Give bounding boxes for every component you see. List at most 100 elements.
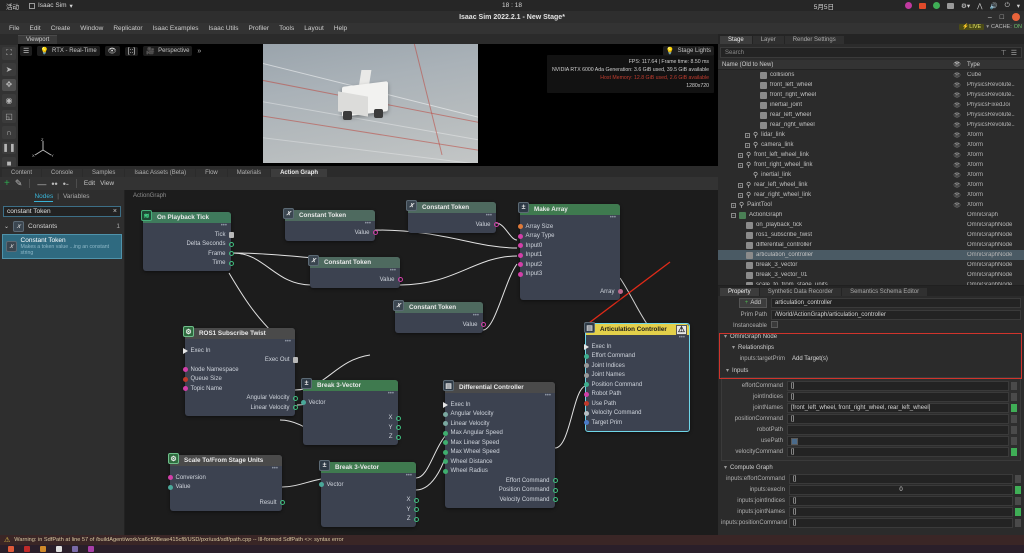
data-port-icon[interactable] — [442, 421, 448, 427]
data-port-icon[interactable] — [442, 411, 448, 417]
port-row[interactable]: Value — [285, 228, 378, 238]
section-compute-graph[interactable]: ▾Compute Graph — [724, 465, 773, 471]
port-row[interactable]: Value — [395, 320, 486, 330]
port-row[interactable]: Robot Path — [583, 390, 689, 400]
node-header[interactable]: ≋ On Playback Tick — [141, 210, 231, 223]
stage-tree-row[interactable]: +⚲rear_left_wheel_link👁Xform — [718, 180, 1024, 190]
node-menu-icon[interactable]: ••• — [472, 313, 479, 319]
graph-canvas[interactable]: ActionGraph — [125, 190, 718, 535]
data-port-icon[interactable] — [228, 260, 234, 266]
node-menu-icon[interactable]: ••• — [389, 268, 396, 274]
eye-icon[interactable]: 👁 — [953, 172, 961, 179]
data-port-icon[interactable] — [442, 449, 448, 455]
property-value-field[interactable] — [787, 425, 1009, 435]
node-scale-to-from-stage-units[interactable]: ⚙ Scale To/From Stage Units ••• Conversi… — [167, 453, 285, 511]
taskbar-app-2-icon[interactable] — [24, 546, 30, 552]
expander-icon[interactable]: + — [731, 202, 736, 208]
property-value-field[interactable]: [] — [789, 474, 1013, 484]
exec-port-icon[interactable] — [228, 231, 234, 238]
data-port-icon[interactable] — [442, 430, 448, 436]
stage-tree-row[interactable]: front_right_wheel👁PhysicsRevolute.. — [718, 90, 1024, 100]
expander-icon[interactable]: + — [738, 152, 743, 158]
eye-icon[interactable]: 👁 — [953, 102, 961, 109]
align-horizontal-icon[interactable]: — — [37, 178, 47, 189]
close-button[interactable] — [1012, 13, 1020, 21]
taskbar-app-5-icon[interactable] — [72, 546, 78, 552]
port-row[interactable]: Target Prim — [583, 418, 689, 428]
os-date[interactable]: 5月5日 — [813, 3, 834, 11]
eye-icon[interactable]: 👁 — [953, 192, 961, 199]
stage-tree-row[interactable]: inertial_joint👁PhysicsFixedJoi — [718, 100, 1024, 110]
port-row[interactable]: Exec In — [442, 400, 555, 410]
live-cache-status[interactable]: ⚡LIVE ▾ CACHE: ON — [959, 24, 1022, 30]
port-row[interactable]: Velocity Command — [583, 409, 689, 419]
data-port-icon[interactable] — [413, 516, 419, 522]
node-menu-icon[interactable]: ••• — [364, 221, 371, 227]
port-row[interactable]: X — [303, 414, 401, 424]
warning-icon[interactable]: ⚠ — [675, 325, 687, 335]
property-value-field[interactable]: 0 — [789, 485, 1013, 495]
taskbar[interactable] — [0, 545, 1024, 553]
data-port-icon[interactable] — [413, 497, 419, 503]
pointer-icon[interactable]: ➤ — [2, 62, 16, 76]
stage-tab-bar[interactable]: Stage Layer Render Settings ⚡LIVE ▾ CACH… — [718, 24, 1024, 44]
port-row[interactable]: Vector — [318, 480, 416, 490]
power-icon[interactable]: ⏻ — [1004, 1, 1010, 9]
os-tray[interactable]: ⚙▾ ⋀ 🔊 ⏻ ▾ — [905, 2, 1020, 10]
node-menu-icon[interactable]: ••• — [271, 466, 278, 472]
port-row[interactable]: Vector — [300, 398, 398, 408]
data-port-icon[interactable] — [480, 322, 486, 328]
data-port-icon[interactable] — [292, 405, 298, 411]
node-menu-icon[interactable]: ••• — [284, 339, 291, 345]
node-constant-token-1[interactable]: 𝑥 Constant Token ••• Value — [283, 208, 378, 241]
port-row[interactable]: Z — [303, 433, 401, 443]
column-type[interactable]: Type — [967, 61, 981, 68]
data-port-icon[interactable] — [228, 251, 234, 257]
viewport[interactable]: ☰ 💡 RTX - Real-Time 👁 [::] 🎥 Perspective… — [18, 44, 718, 166]
tray-dot-purple-icon[interactable] — [905, 2, 913, 9]
pencil-icon[interactable]: ✎ — [14, 178, 23, 188]
data-port-icon[interactable] — [517, 262, 523, 268]
port-row[interactable]: Y — [303, 423, 401, 433]
tray-dot-green-icon[interactable] — [933, 2, 941, 9]
property-value-field[interactable] — [787, 436, 1009, 446]
stage-tree-row[interactable]: +⚲rear_right_wheel_link👁Xform — [718, 190, 1024, 200]
node-differential-controller[interactable]: ▤ Differential Controller ••• Exec In An… — [442, 380, 558, 508]
instanceable-checkbox[interactable] — [771, 321, 778, 328]
exec-port-icon[interactable] — [583, 343, 589, 350]
render-mode-dropdown[interactable]: 💡 RTX - Real-Time — [37, 46, 100, 56]
stage-column-headers[interactable]: Name (Old to New) 👁 Type — [718, 60, 1024, 70]
data-port-icon[interactable] — [517, 243, 523, 249]
node-header[interactable]: ▤ Articulation Controller ⚠ — [584, 322, 689, 335]
data-port-icon[interactable] — [167, 475, 173, 481]
port-row[interactable]: Time — [143, 259, 234, 269]
expander-icon[interactable]: + — [738, 182, 743, 188]
stage-search-input[interactable]: Search ⊤☰ — [720, 47, 1022, 58]
eye-icon[interactable]: 👁 — [953, 122, 961, 129]
move-tool-icon[interactable]: ✥ — [2, 78, 16, 92]
data-port-icon[interactable] — [517, 233, 523, 239]
data-port-icon[interactable] — [279, 500, 285, 506]
data-port-icon[interactable] — [583, 382, 589, 388]
expander-icon[interactable]: + — [745, 132, 750, 138]
data-port-icon[interactable] — [442, 440, 448, 446]
port-row[interactable]: Array Size — [517, 222, 620, 232]
node-break-3-vector-2[interactable]: ± Break 3-Vector ••• Vector X Y Z — [318, 460, 419, 527]
data-port-icon[interactable] — [583, 391, 589, 397]
data-port-icon[interactable] — [493, 222, 499, 228]
chevron-right-icon[interactable]: » — [197, 47, 202, 55]
tab-flow[interactable]: Flow — [196, 169, 227, 177]
row-marker-icon[interactable] — [1011, 393, 1017, 401]
property-value-field[interactable]: [] — [787, 392, 1009, 402]
data-port-icon[interactable] — [583, 410, 589, 416]
stage-tree-row[interactable]: +⚲front_left_wheel_link👁Xform — [718, 150, 1024, 160]
chevron-down-icon[interactable]: ▾ — [986, 24, 989, 30]
port-row[interactable]: Effort Command — [583, 352, 689, 362]
data-port-icon[interactable] — [372, 230, 378, 236]
menu-item-profiler[interactable]: Profiler — [248, 25, 270, 32]
stage-tree-row[interactable]: rear_left_wheel👁PhysicsRevolute.. — [718, 110, 1024, 120]
port-row[interactable]: Effort Command — [445, 476, 558, 486]
scale-tool-icon[interactable]: ◱ — [2, 110, 16, 123]
os-app-indicator[interactable]: Isaac Sim ▾ — [25, 2, 77, 10]
